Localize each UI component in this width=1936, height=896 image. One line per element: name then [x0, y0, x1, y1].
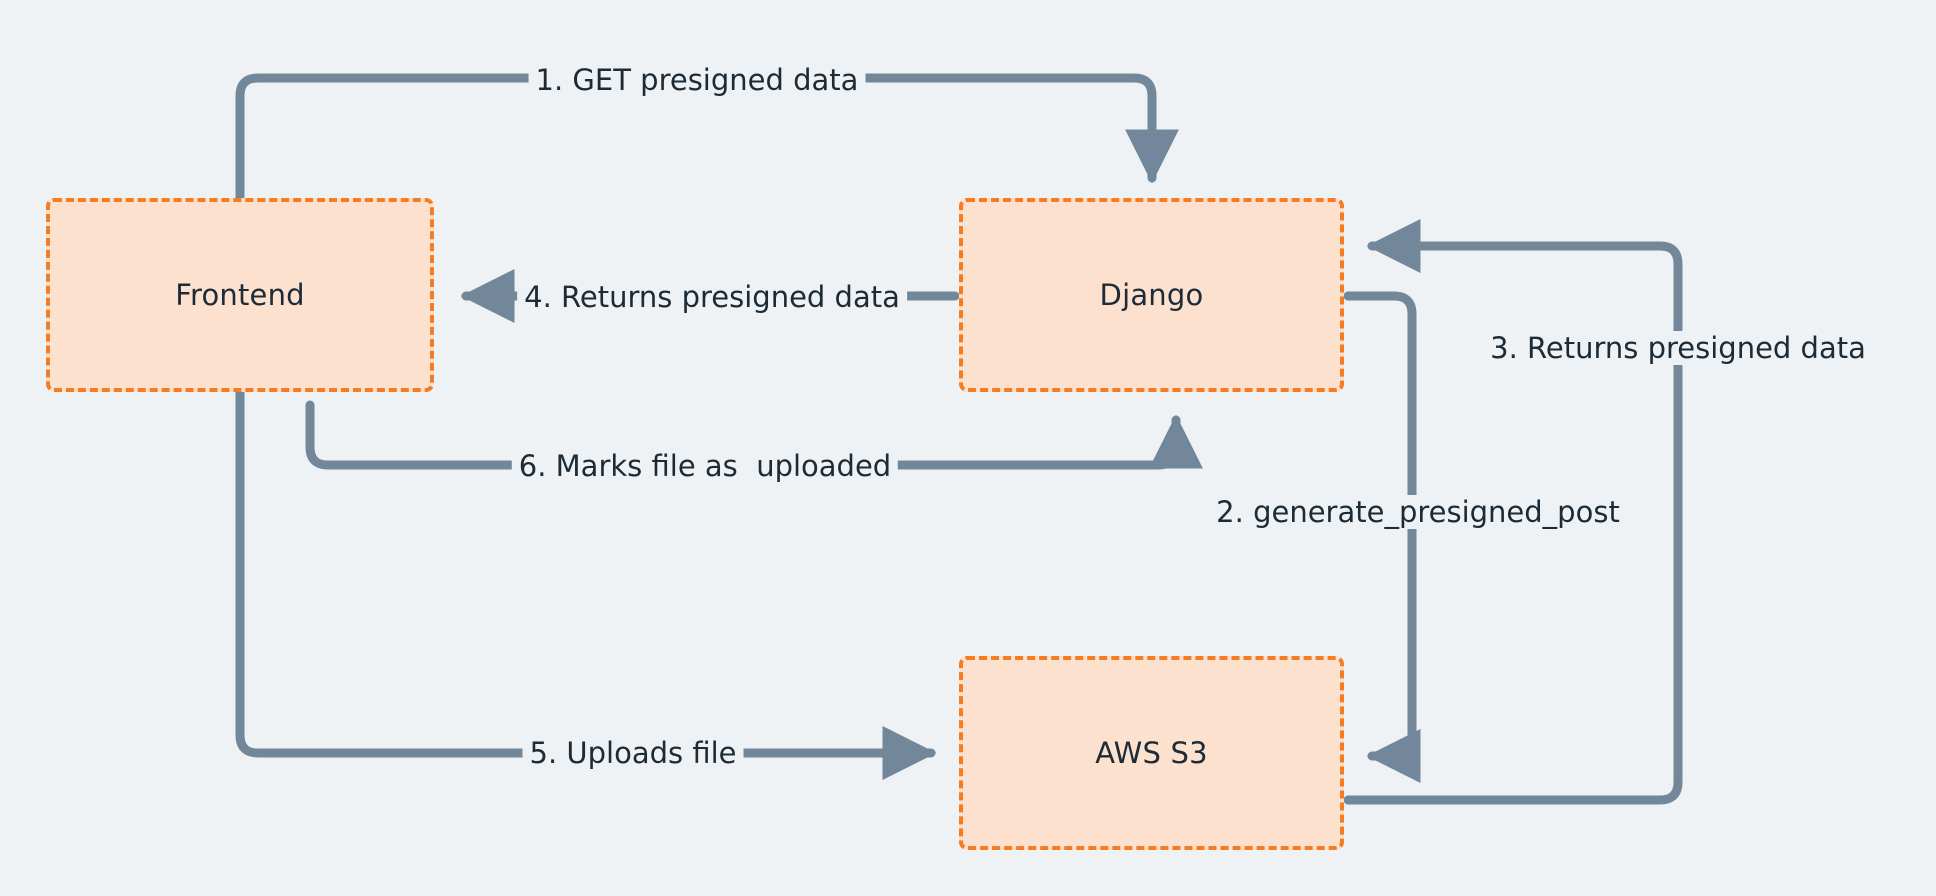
edge-path-3 [1343, 219, 1683, 805]
node-frontend-label: Frontend [175, 278, 305, 312]
node-aws-s3[interactable]: AWS S3 [959, 656, 1344, 850]
edge-label-3: 3. Returns presigned data [1483, 331, 1873, 365]
edge-label-2: 2. generate_presigned_post [1209, 495, 1627, 529]
edge-label-4: 4. Returns presigned data [517, 280, 907, 314]
edge-path-5 [235, 387, 937, 780]
node-django-label: Django [1099, 278, 1204, 312]
node-django[interactable]: Django [959, 198, 1344, 392]
edge-label-1: 1. GET presigned data [528, 63, 866, 97]
edge-label-5: 5. Uploads file [522, 736, 744, 770]
edge-label-6: 6. Marks file as uploaded [511, 449, 899, 483]
edge-path-2 [1343, 291, 1421, 783]
node-aws-s3-label: AWS S3 [1095, 736, 1208, 770]
node-frontend[interactable]: Frontend [46, 198, 434, 392]
